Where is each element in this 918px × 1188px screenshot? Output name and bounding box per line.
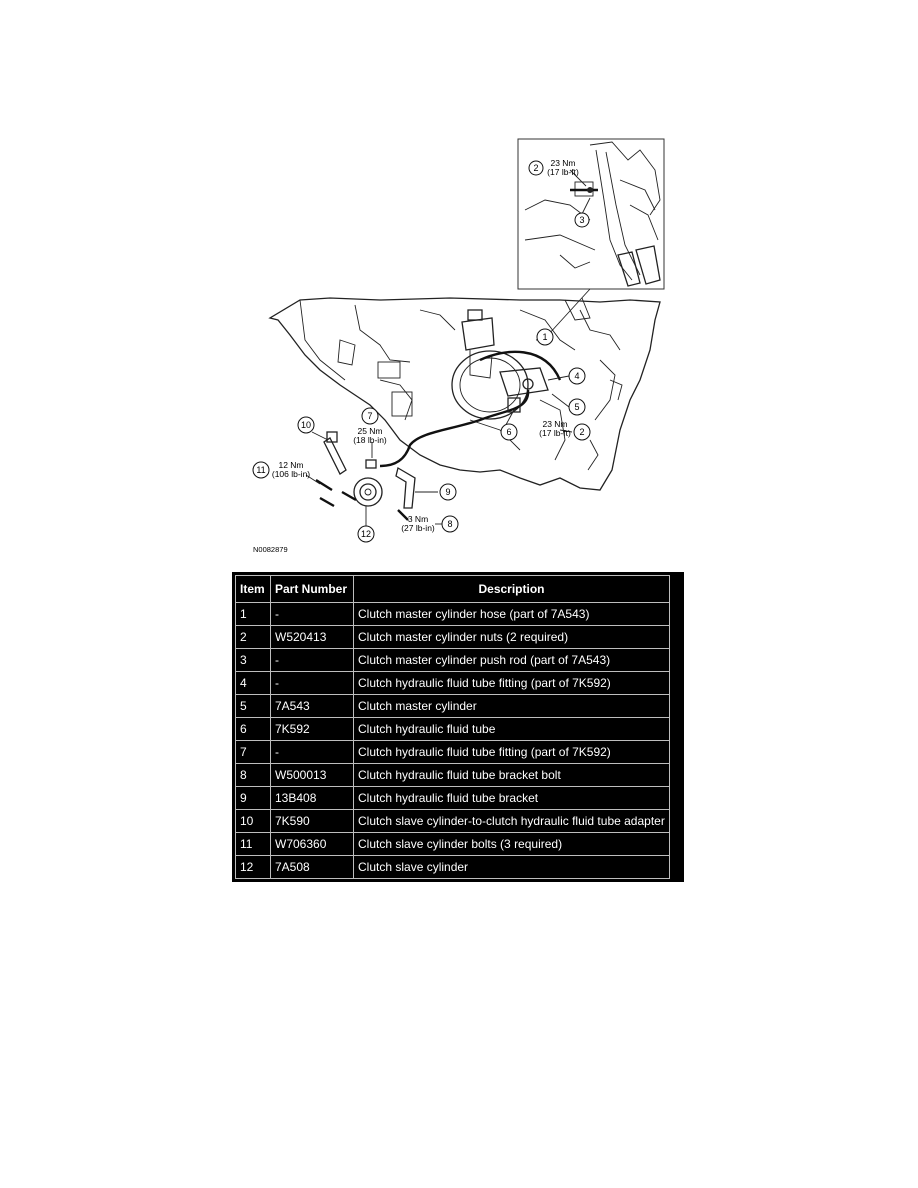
cell-description: Clutch hydraulic fluid tube fitting (par… [353,740,670,764]
svg-text:4: 4 [574,371,579,381]
parts-table-container: Item Part Number Description 1-Clutch ma… [232,572,684,882]
cell-item: 6 [235,717,271,741]
callout-8: 8 [441,515,459,533]
svg-text:(27 lb-in): (27 lb-in) [401,523,435,533]
cell-item: 2 [235,625,271,649]
cell-description: Clutch slave cylinder [353,855,670,879]
callout-5: 5 [568,398,586,416]
cell-description: Clutch hydraulic fluid tube [353,717,670,741]
cell-item: 1 [235,602,271,626]
cell-part-number: - [270,648,354,672]
cell-item: 12 [235,855,271,879]
table-header-row: Item Part Number Description [235,575,670,603]
cell-part-number: - [270,602,354,626]
cell-part-number: - [270,740,354,764]
callout-4: 4 [568,367,586,385]
cell-item: 3 [235,648,271,672]
cell-item: 4 [235,671,271,695]
callout-6: 6 [500,423,518,441]
cell-item: 9 [235,786,271,810]
callout-3-inset: 3 [574,212,590,228]
callout-7: 7 [361,407,379,425]
callout-11: 11 [252,461,270,479]
cell-part-number: W520413 [270,625,354,649]
cell-item: 8 [235,763,271,787]
callout-1: 1 [536,328,554,346]
parts-table: Item Part Number Description 1-Clutch ma… [235,575,670,879]
svg-text:2: 2 [579,427,584,437]
exploded-view-diagram: 2 3 1 4 5 6 2 7 10 11 9 8 [252,138,665,554]
svg-text:8: 8 [447,519,452,529]
callout-9: 9 [439,483,457,501]
svg-text:(18 lb-in): (18 lb-in) [353,435,387,445]
svg-text:2: 2 [533,163,538,173]
table-row: 4-Clutch hydraulic fluid tube fitting (p… [235,671,670,695]
svg-text:25 Nm: 25 Nm [357,426,382,436]
cell-part-number: 7K592 [270,717,354,741]
svg-text:3: 3 [579,215,584,225]
parts-table-body: 1-Clutch master cylinder hose (part of 7… [235,602,670,879]
torque-spec-bracket-bolt: 3 Nm (27 lb-in) [401,514,435,533]
svg-text:6: 6 [506,427,511,437]
header-part-number: Part Number [270,575,354,603]
callout-10: 10 [297,416,315,434]
cell-description: Clutch hydraulic fluid tube bracket bolt [353,763,670,787]
cell-part-number: W706360 [270,832,354,856]
cell-description: Clutch slave cylinder-to-clutch hydrauli… [353,809,670,833]
cell-description: Clutch slave cylinder bolts (3 required) [353,832,670,856]
cell-part-number: 13B408 [270,786,354,810]
cell-part-number: - [270,671,354,695]
cell-item: 10 [235,809,271,833]
torque-spec-fitting: 25 Nm (18 lb-in) [353,426,387,445]
svg-text:11: 11 [256,465,265,475]
cell-item: 7 [235,740,271,764]
svg-text:(17 lb-ft): (17 lb-ft) [547,167,579,177]
torque-spec-inset: 23 Nm (17 lb-ft) [547,158,579,177]
svg-text:23 Nm: 23 Nm [542,419,567,429]
cell-description: Clutch hydraulic fluid tube fitting (par… [353,671,670,695]
cell-part-number: W500013 [270,763,354,787]
svg-text:3 Nm: 3 Nm [408,514,428,524]
cell-description: Clutch master cylinder hose (part of 7A5… [353,602,670,626]
svg-text:(106 lb-in): (106 lb-in) [272,469,310,479]
figure-id-label: N0082879 [253,545,288,554]
svg-text:12: 12 [361,529,371,539]
svg-text:12 Nm: 12 Nm [278,460,303,470]
svg-text:10: 10 [301,420,311,430]
svg-text:23 Nm: 23 Nm [550,158,575,168]
svg-text:5: 5 [574,402,579,412]
cell-part-number: 7K590 [270,809,354,833]
svg-text:(17 lb-ft): (17 lb-ft) [539,428,571,438]
table-row: 3-Clutch master cylinder push rod (part … [235,648,670,672]
header-item: Item [235,575,271,603]
header-description: Description [353,575,670,603]
svg-text:9: 9 [445,487,450,497]
table-row: 7-Clutch hydraulic fluid tube fitting (p… [235,740,670,764]
cell-item: 5 [235,694,271,718]
cell-item: 11 [235,832,271,856]
cell-description: Clutch hydraulic fluid tube bracket [353,786,670,810]
cell-part-number: 7A508 [270,855,354,879]
cell-part-number: 7A543 [270,694,354,718]
cell-description: Clutch master cylinder [353,694,670,718]
cell-description: Clutch master cylinder push rod (part of… [353,648,670,672]
callout-12: 12 [357,525,375,543]
callout-2-main: 2 [573,423,591,441]
torque-spec-slave-bolts: 12 Nm (106 lb-in) [272,460,310,479]
svg-text:7: 7 [367,411,372,421]
cell-description: Clutch master cylinder nuts (2 required) [353,625,670,649]
table-row: 1-Clutch master cylinder hose (part of 7… [235,602,670,626]
firewall-assembly [268,297,661,526]
callout-2-inset: 2 [528,160,544,176]
svg-text:1: 1 [542,332,547,342]
torque-spec-nuts: 23 Nm (17 lb-ft) [539,419,571,438]
